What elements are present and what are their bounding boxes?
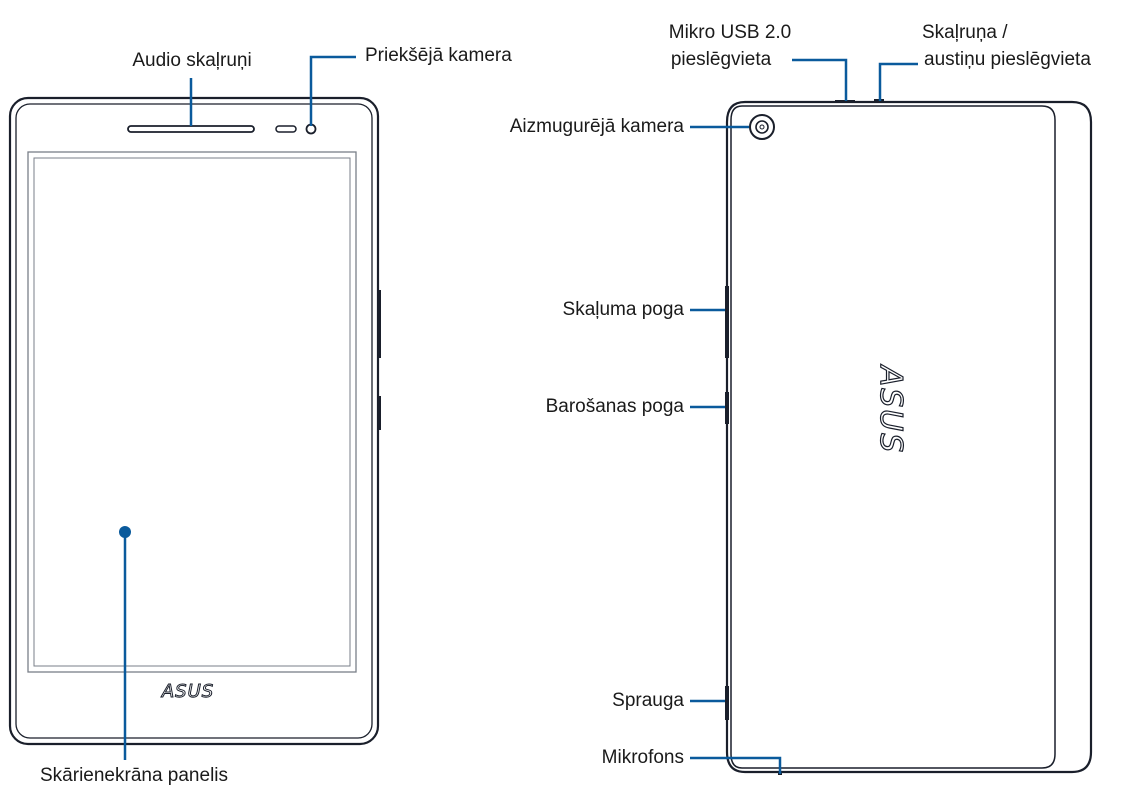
screen-inner [33,157,351,667]
tablet-front [8,96,381,746]
rear-camera-center [759,124,765,130]
front-asus-logo: ASUS [161,681,214,702]
usb-callout-line [792,58,848,101]
back-outer-shell [725,100,1093,774]
label-microphone: Mikrofons [601,747,684,768]
back-callouts [690,58,918,774]
label-rear-camera: Aizmugurējā kamera [509,116,684,137]
label-usb-line1: Mikro USB 2.0 [668,22,792,43]
label-jack-line2: austiņu pieslēgvieta [924,49,1091,70]
front-outer-frame [8,96,380,746]
side-button-1 [378,290,381,358]
label-slot: Sprauga [612,690,684,711]
rear-camera-lens [755,120,769,134]
back-inner-panel [730,105,1056,769]
label-audio-speakers: Audio skaļruņi [132,50,252,71]
light-sensor [275,125,297,133]
mic-callout-line [690,756,782,774]
jack-callout-line [878,62,918,101]
usb-port [835,100,855,103]
label-touch-panel: Skārienekrāna panelis [40,765,229,786]
front-camera-callout-line [309,55,356,126]
label-jack-line1: Skaļruņa / [922,22,1008,43]
screen-outer [27,151,357,673]
label-front-camera: Priekšējā kamera [365,45,512,66]
label-power-button: Barošanas poga [545,396,684,417]
power-key [725,392,729,424]
volume-key [725,286,729,358]
touch-panel-callout-dot [119,526,131,538]
card-slot [725,686,729,720]
speaker-grille [127,125,255,133]
back-asus-logo: ASUS [873,364,908,455]
front-inner-frame [15,103,373,739]
label-volume-button: Skaļuma poga [562,299,684,320]
side-button-2 [378,396,381,430]
rear-camera-ring [749,114,775,140]
front-callouts [123,55,356,760]
label-usb-line2: pieslēgvieta [670,49,772,70]
